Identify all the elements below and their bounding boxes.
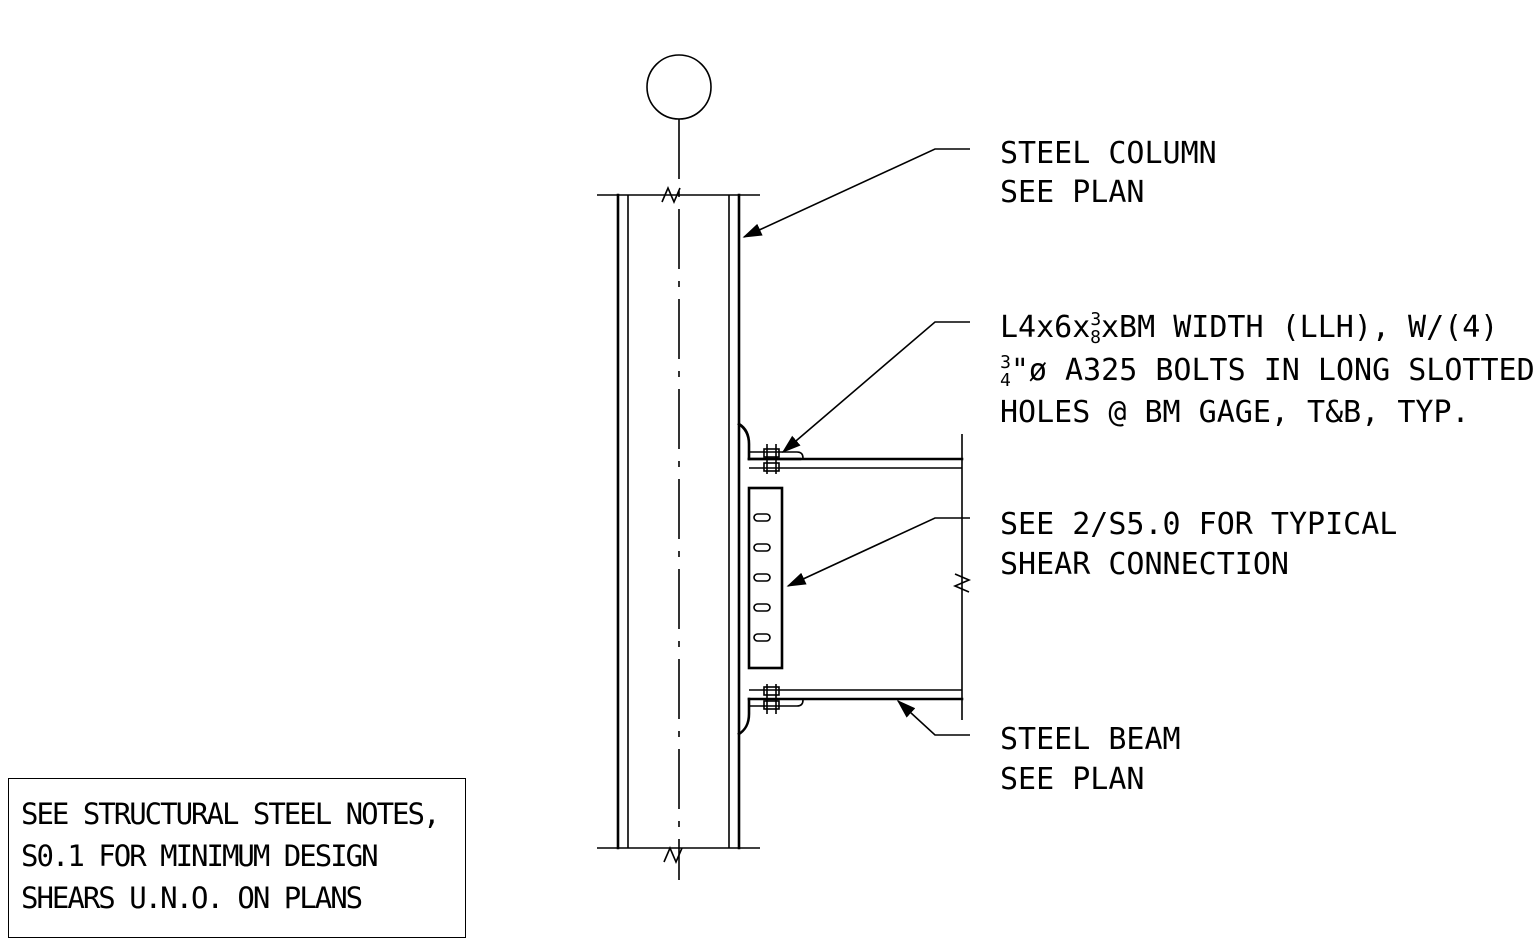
leaders	[742, 148, 970, 736]
angle-callout-line-3: HOLES @ BM GAGE, T&B, TYP.	[1000, 395, 1470, 430]
steel-column	[597, 185, 760, 865]
beam-callout-line-1: STEEL BEAM	[1000, 722, 1181, 757]
shear-callout-line-1: SEE 2/S5.0 FOR TYPICAL	[1000, 507, 1397, 542]
grid-bubble	[646, 54, 712, 120]
note-line-3: SHEARS U.N.O. ON PLANS	[21, 881, 363, 915]
top-angle	[737, 422, 804, 474]
design-shear-note: SEE STRUCTURAL STEEL NOTES, S0.1 FOR MIN…	[8, 778, 466, 938]
note-line-1: SEE STRUCTURAL STEEL NOTES,	[21, 797, 440, 831]
column-callout-line-1: STEEL COLUMN	[1000, 136, 1217, 171]
steel-beam	[747, 434, 972, 720]
bottom-angle	[737, 684, 804, 736]
shear-plate	[747, 486, 784, 670]
beam-callout-line-2: SEE PLAN	[1000, 762, 1145, 797]
shear-callout-line-2: SHEAR CONNECTION	[1000, 547, 1289, 582]
column-callout-line-2: SEE PLAN	[1000, 175, 1145, 210]
note-line-2: S0.1 FOR MINIMUM DESIGN	[21, 839, 379, 873]
